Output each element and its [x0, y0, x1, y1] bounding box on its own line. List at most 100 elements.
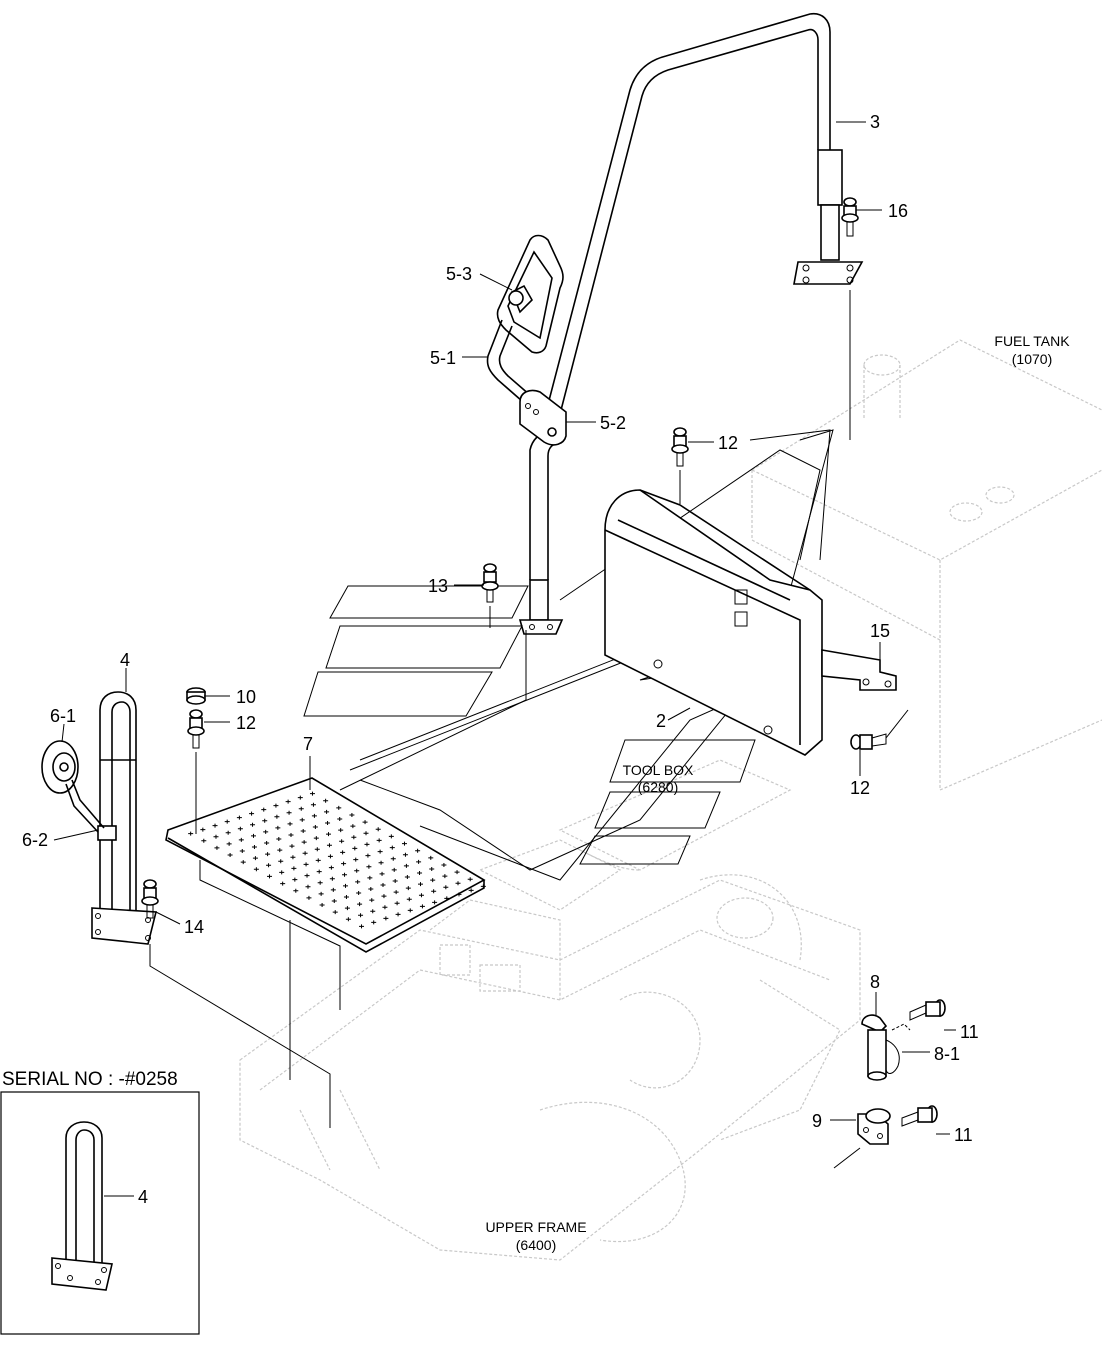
perforation-hole — [417, 871, 423, 875]
perforation-hole — [350, 824, 356, 829]
perforation-hole — [212, 823, 218, 828]
perforation-hole — [250, 822, 256, 827]
perforation-hole — [379, 871, 385, 876]
perforation-hole — [389, 845, 395, 850]
perforation-hole — [275, 825, 281, 830]
perforation-hole — [416, 859, 422, 864]
bolt-part-11-lower — [901, 1105, 938, 1127]
perforation-hole — [349, 813, 355, 817]
perforation-hole — [418, 893, 424, 898]
callout-5-3: 5-3 — [446, 264, 472, 284]
perforation-hole — [337, 817, 343, 821]
handrail-part-4 — [91, 691, 331, 1128]
perforation-hole — [278, 859, 284, 864]
perforation-hole — [251, 845, 257, 849]
perforation-hole — [353, 857, 359, 862]
upper-frame-code: (6400) — [516, 1237, 556, 1253]
perforation-hole — [354, 868, 360, 873]
perforation-hole — [363, 831, 369, 836]
bracket-part-15 — [821, 649, 897, 691]
callout-12-right: 12 — [850, 778, 870, 798]
perforation-hole — [358, 913, 364, 918]
perforation-hole — [376, 838, 382, 843]
perforation-hole — [380, 883, 386, 887]
perforation-hole — [314, 847, 320, 852]
callout-10: 10 — [236, 687, 256, 707]
callout-12-left: 12 — [236, 713, 256, 733]
callout-5-1: 5-1 — [430, 348, 456, 368]
perforation-hole — [318, 891, 324, 896]
perforation-hole — [306, 895, 312, 900]
perforation-hole — [367, 875, 373, 880]
perforation-hole — [336, 805, 342, 810]
fuel-tank-code: (1070) — [1012, 351, 1052, 367]
bolt-part-16 — [841, 197, 859, 237]
perforation-hole — [352, 846, 358, 851]
perforation-hole — [225, 830, 231, 835]
perforation-hole — [375, 827, 381, 832]
perforation-hole — [407, 908, 413, 913]
perforation-hole — [288, 833, 294, 837]
perforation-hole — [394, 901, 400, 906]
perforation-hole — [324, 809, 330, 814]
callout-14: 14 — [184, 917, 204, 937]
bolt-part-13 — [481, 563, 499, 628]
perforation-hole — [299, 817, 305, 822]
perforation-hole — [404, 875, 410, 879]
perforation-hole — [377, 849, 383, 854]
perforation-hole — [237, 826, 243, 831]
perforation-hole — [338, 828, 344, 833]
perforation-hole — [392, 879, 398, 883]
perforation-hole — [331, 899, 337, 903]
perforation-hole — [311, 813, 317, 818]
tool-box-part-2 — [604, 429, 831, 756]
perforation-hole — [300, 829, 306, 833]
perforation-hole — [326, 843, 332, 848]
fuel-tank-label: FUEL TANK — [994, 333, 1070, 349]
tool-box-code: (6280) — [638, 779, 678, 795]
perforation-hole — [456, 892, 462, 897]
perforation-hole — [214, 845, 220, 850]
perforation-hole — [339, 839, 345, 844]
perforation-hole — [213, 834, 219, 839]
perforation-hole — [391, 867, 397, 872]
perforation-hole — [274, 814, 280, 819]
perforation-hole — [250, 833, 256, 838]
perforation-hole — [327, 854, 333, 859]
perforation-hole — [201, 838, 207, 843]
inset-handrail-part-4 — [51, 1121, 134, 1291]
perforation-hole — [328, 865, 334, 870]
callout-8: 8 — [870, 972, 880, 992]
perforation-hole — [406, 897, 412, 902]
perforation-hole — [262, 818, 268, 823]
perforation-hole — [388, 834, 394, 839]
perforation-hole — [390, 856, 396, 861]
fuel-tank-ghost — [751, 339, 1102, 791]
perforation-hole — [330, 887, 336, 892]
perforation-hole — [315, 858, 321, 863]
serial-label: SERIAL NO : -#0258 — [2, 1069, 178, 1090]
perforation-hole — [356, 891, 362, 895]
perforation-hole — [312, 825, 318, 829]
serial-inset: SERIAL NO : -#0258 4 — [0, 1069, 200, 1335]
perforation-hole — [395, 912, 401, 917]
callout-labels: 3 16 5-3 5-1 5-2 12 13 4 6-1 10 12 7 15 … — [22, 112, 979, 1145]
perforation-hole — [323, 798, 329, 803]
perforation-hole — [287, 821, 293, 826]
perforation-hole — [342, 883, 348, 888]
callout-13: 13 — [428, 576, 448, 596]
perforation-hole — [378, 860, 384, 865]
perforation-hole — [428, 855, 434, 860]
perforation-hole — [309, 791, 315, 796]
pin-part-8 — [861, 1014, 911, 1081]
mirror-assembly — [486, 234, 567, 446]
perforation-hole — [432, 900, 438, 905]
perforation-hole — [249, 811, 255, 816]
callout-6-1: 6-1 — [50, 706, 76, 726]
perforation-hole — [227, 853, 233, 857]
bolt-part-12-top — [671, 427, 689, 504]
perforation-hole — [444, 896, 450, 901]
callout-16: 16 — [888, 201, 908, 221]
perforation-hole — [371, 920, 377, 925]
perforation-hole — [362, 820, 368, 825]
